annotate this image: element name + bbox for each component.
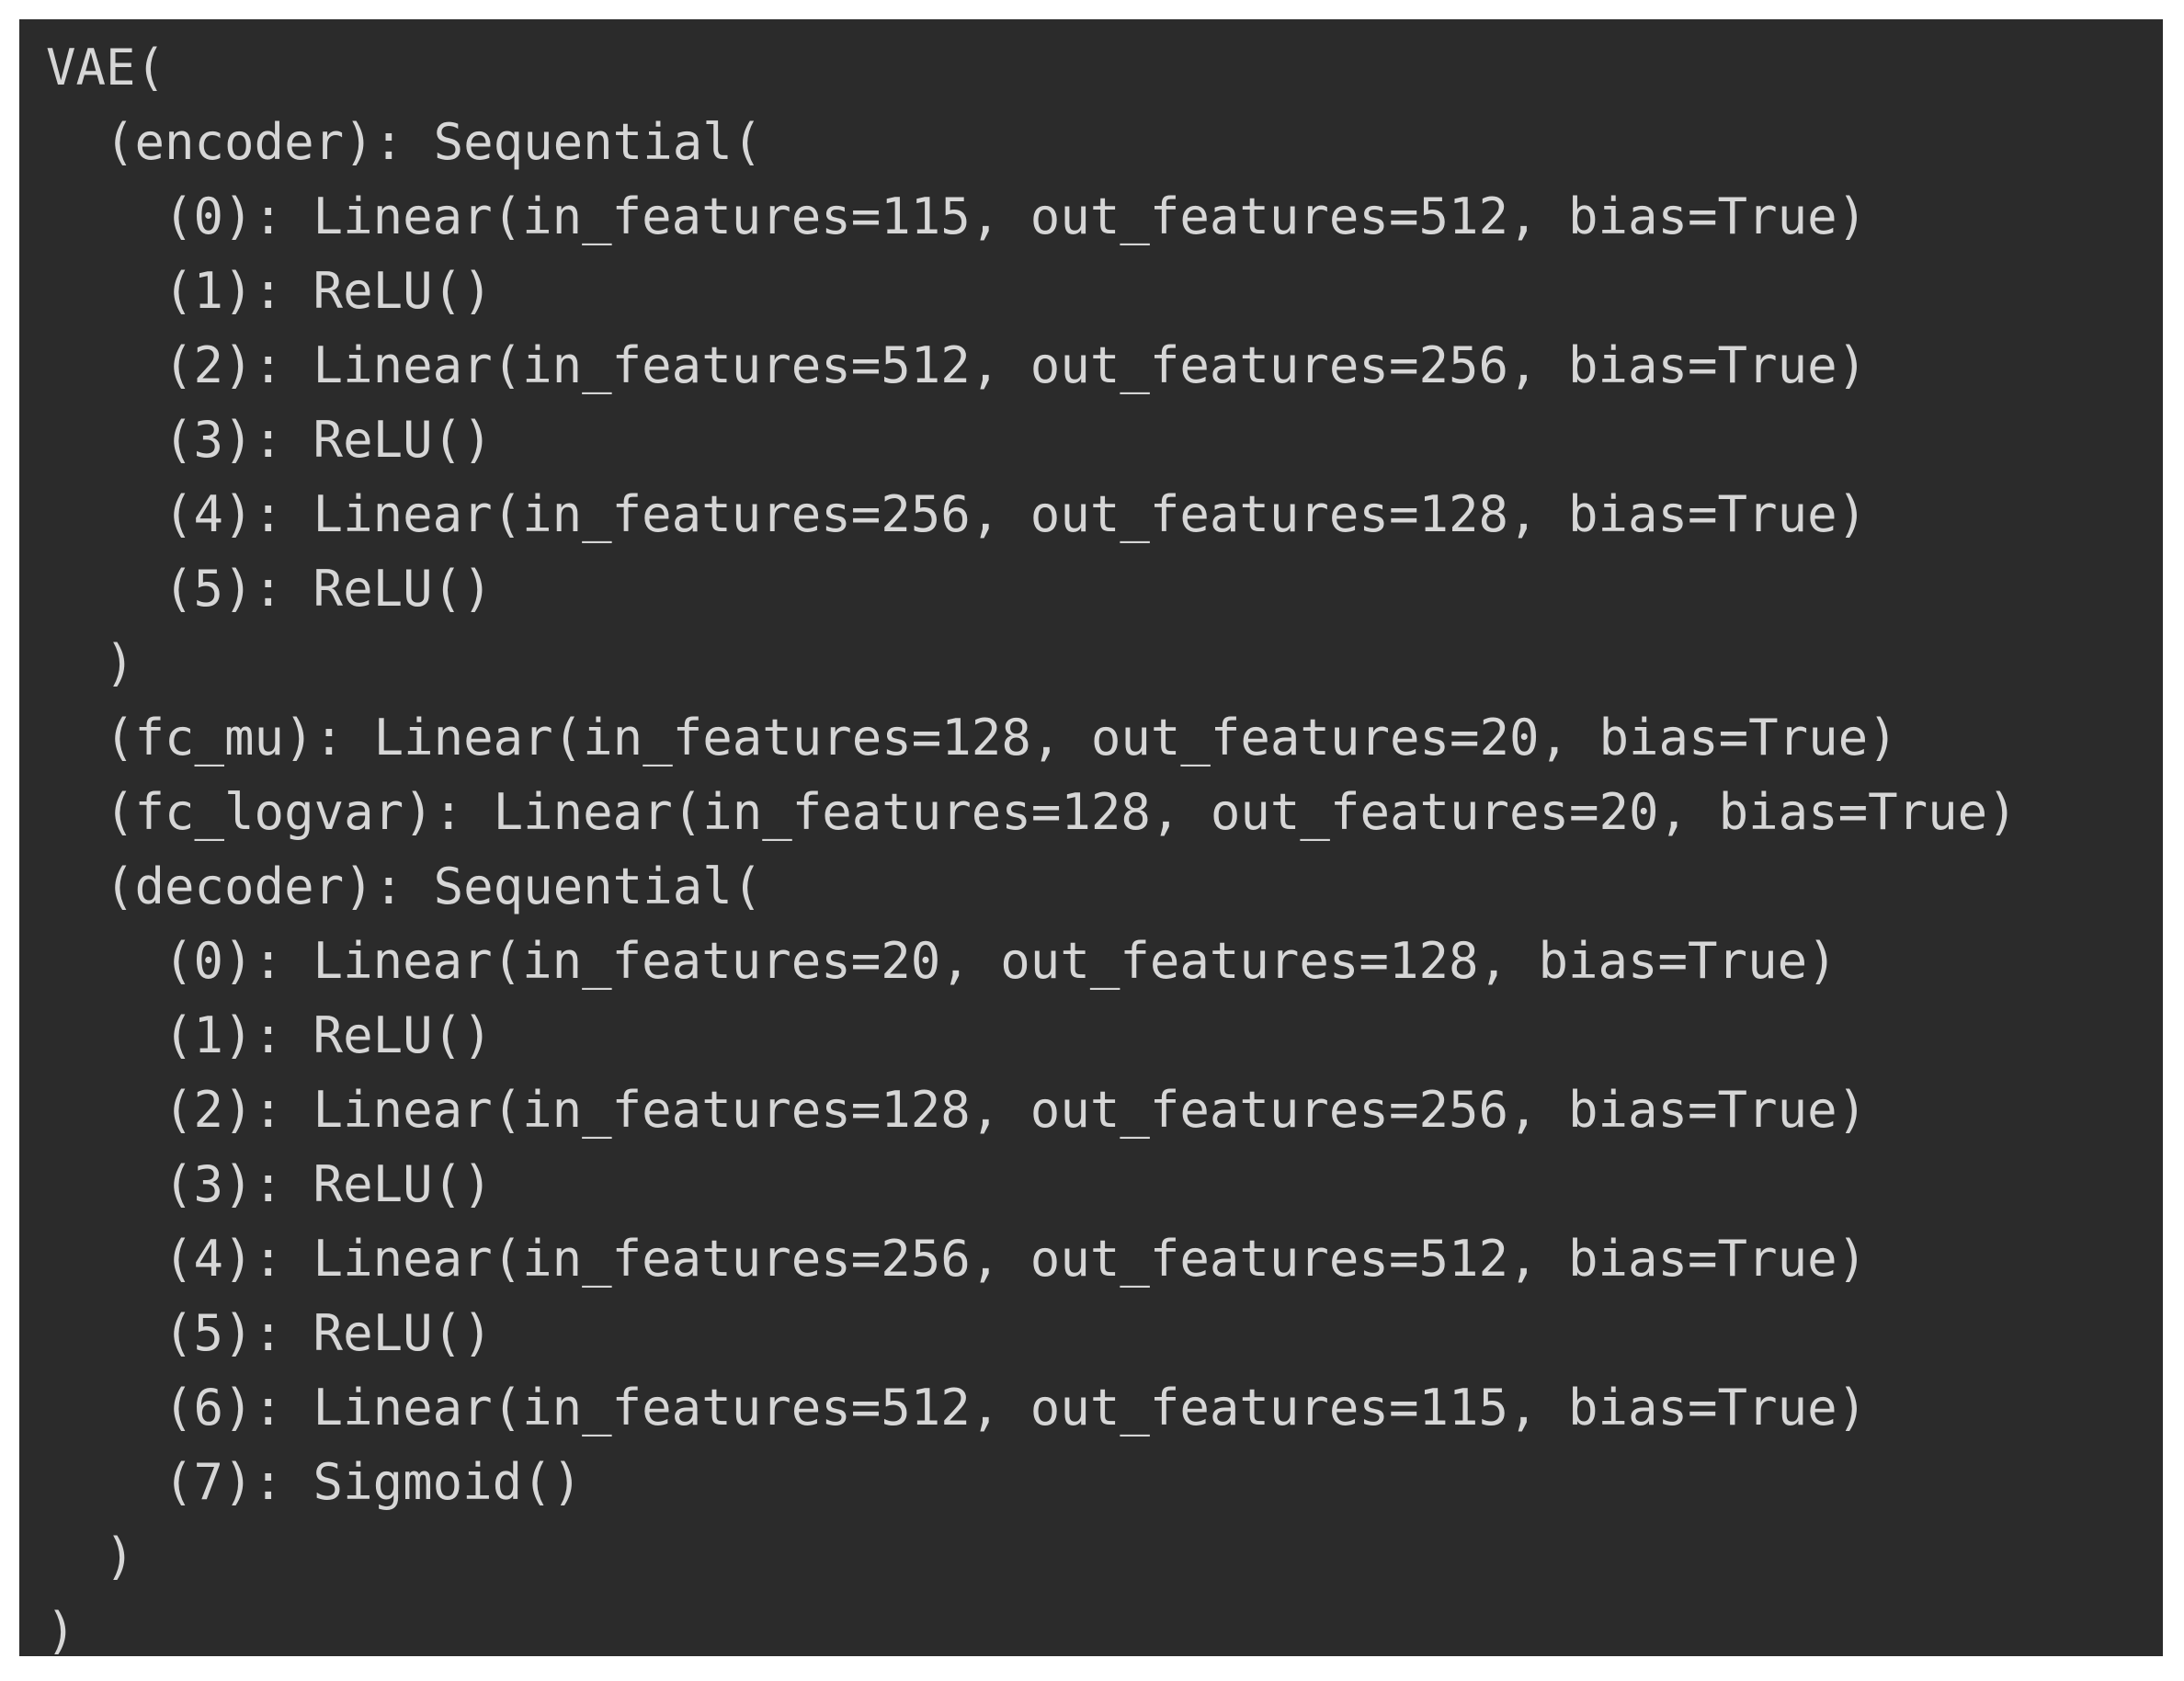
- code-line: ): [105, 634, 135, 692]
- code-line: ): [105, 1528, 135, 1585]
- code-line: (2): Linear(in_features=128, out_feature…: [164, 1081, 1868, 1139]
- code-line: (4): Linear(in_features=256, out_feature…: [164, 485, 1868, 543]
- code-line: (0): Linear(in_features=115, out_feature…: [164, 187, 1868, 245]
- code-line: (decoder): Sequential(: [105, 858, 763, 915]
- code-line: (fc_mu): Linear(in_features=128, out_fea…: [105, 709, 1898, 767]
- code-line: (3): ReLU(): [164, 1155, 493, 1213]
- code-line: (3): ReLU(): [164, 411, 493, 469]
- code-line: (fc_logvar): Linear(in_features=128, out…: [105, 783, 2018, 841]
- code-line: (5): ReLU(): [164, 1304, 493, 1362]
- code-line: VAE(: [46, 39, 166, 97]
- code-line: (encoder): Sequential(: [105, 113, 763, 171]
- code-line: ): [46, 1602, 76, 1660]
- code-line: (1): ReLU(): [164, 1006, 493, 1064]
- code-line: (1): ReLU(): [164, 262, 493, 320]
- code-line: (7): Sigmoid(): [164, 1453, 583, 1511]
- code-line: (0): Linear(in_features=20, out_features…: [164, 932, 1837, 990]
- code-line: (4): Linear(in_features=256, out_feature…: [164, 1230, 1868, 1288]
- code-line: (2): Linear(in_features=512, out_feature…: [164, 336, 1868, 394]
- console-output: VAE( (encoder): Sequential( (0): Linear(…: [19, 19, 2163, 1660]
- code-line: (6): Linear(in_features=512, out_feature…: [164, 1379, 1868, 1437]
- code-line: (5): ReLU(): [164, 560, 493, 618]
